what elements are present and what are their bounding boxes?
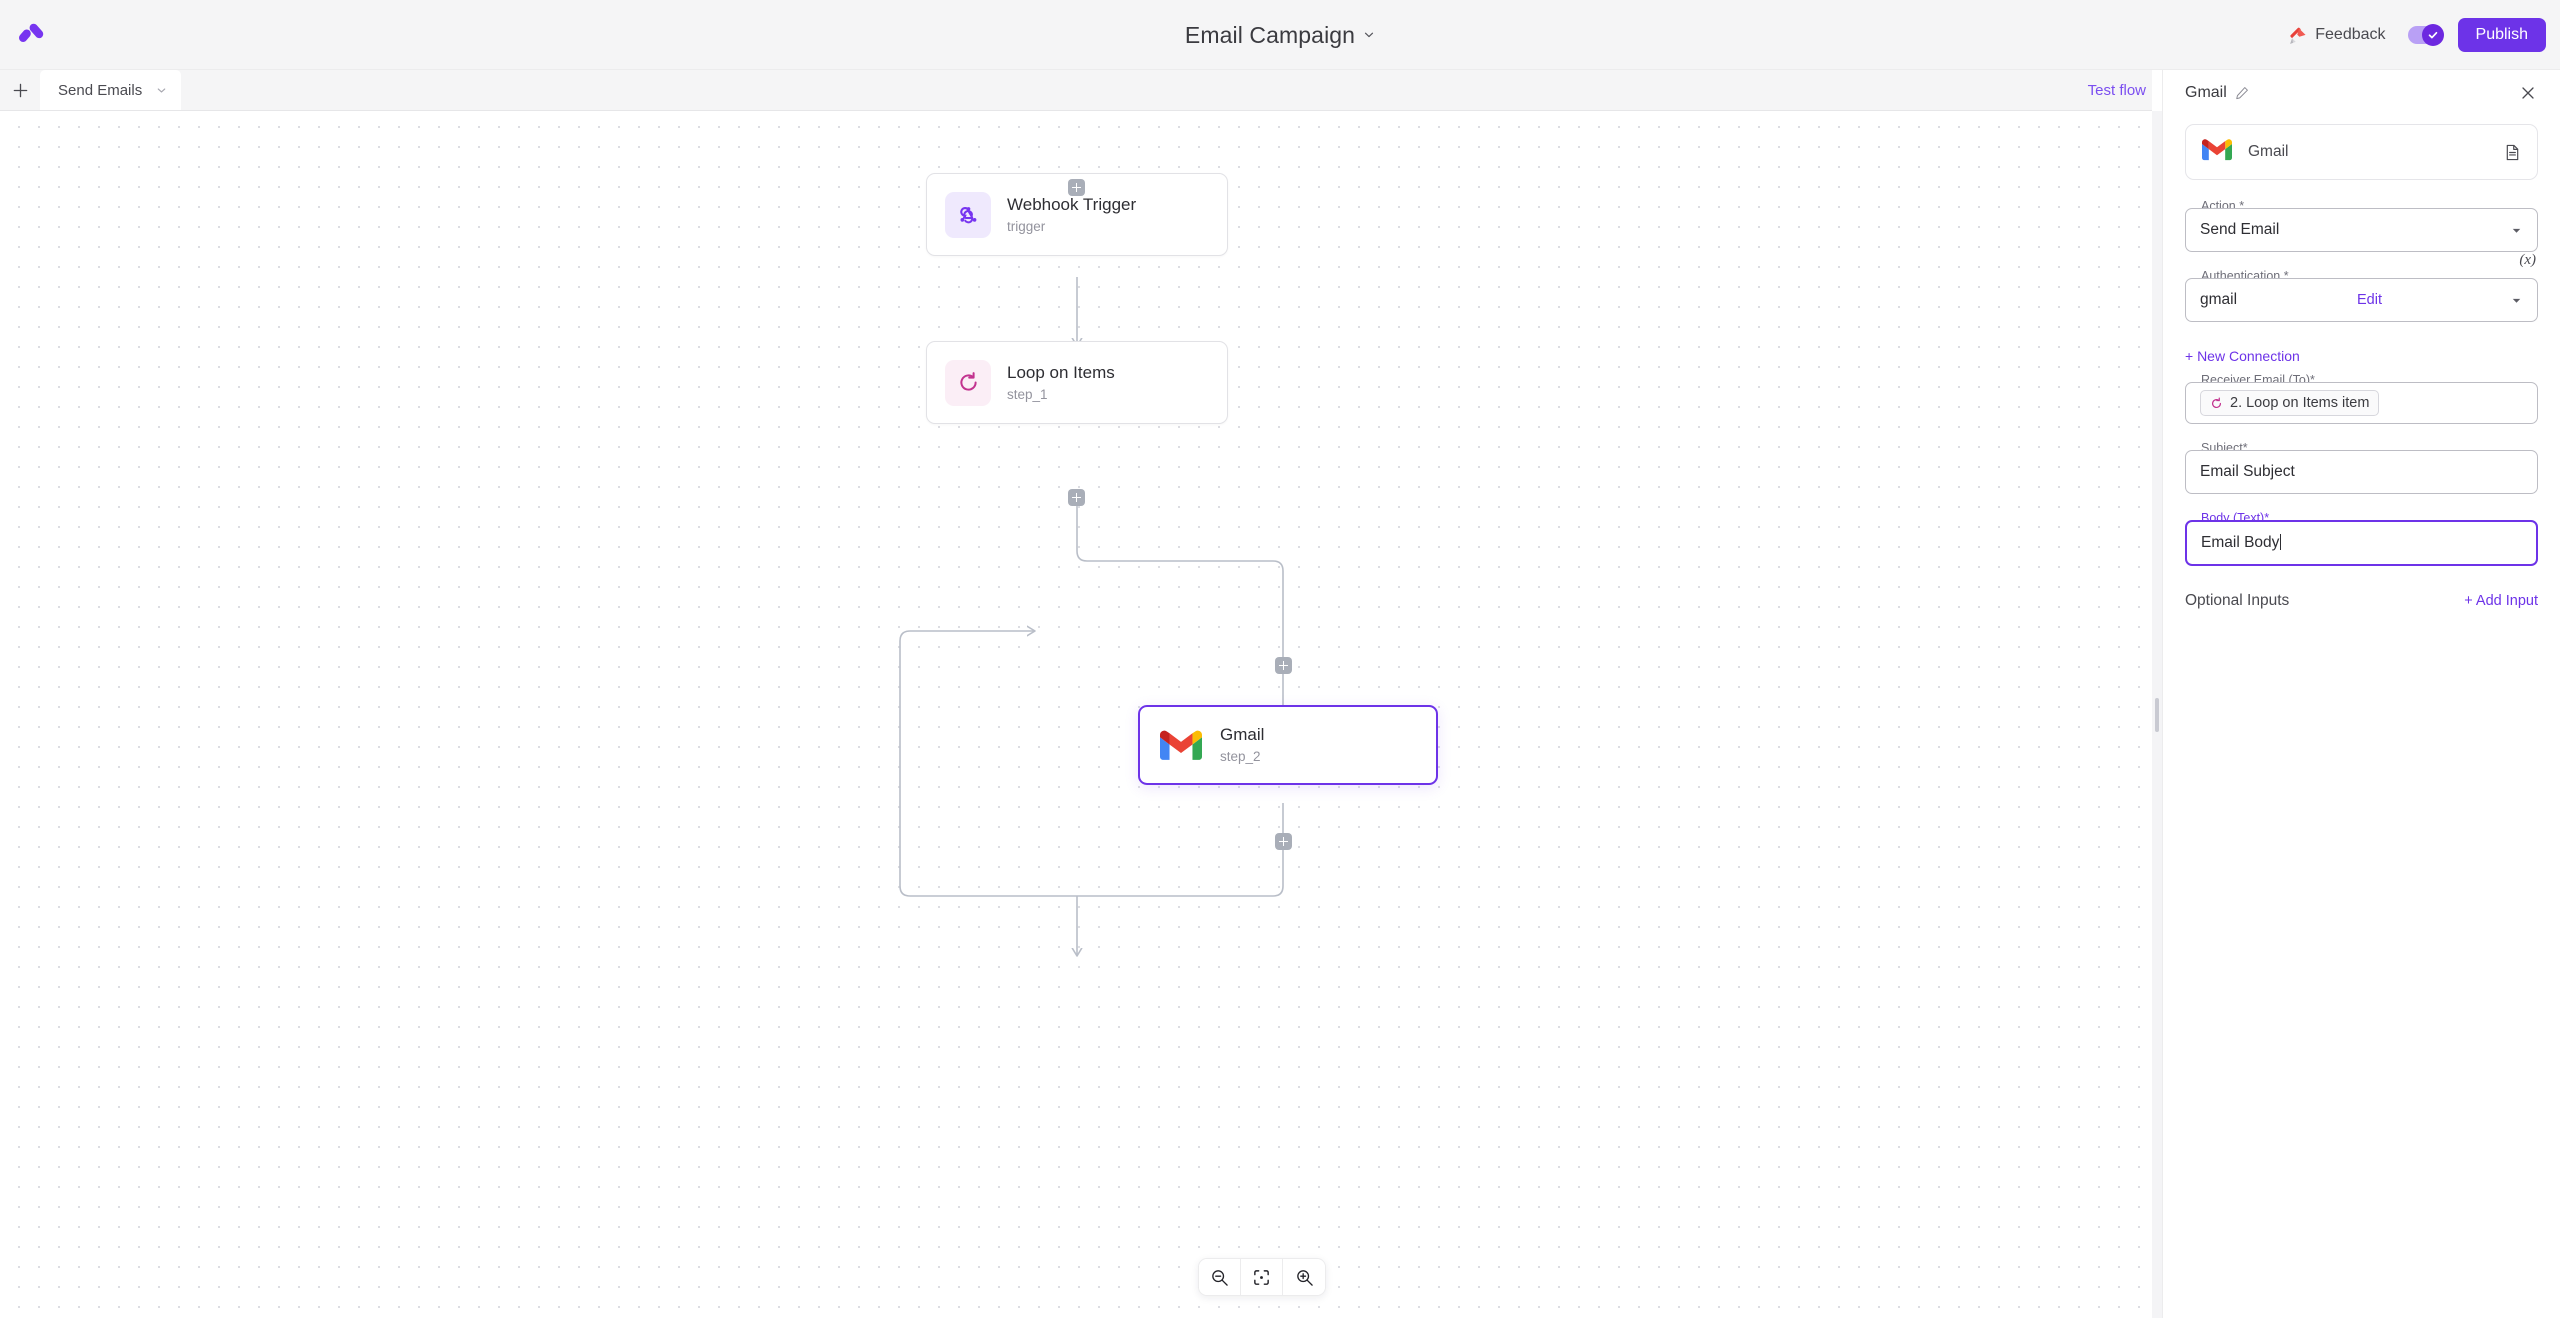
variable-insert-icon[interactable]: (x) [2519,252,2536,268]
webhook-icon [945,191,991,238]
loop-icon [2212,397,2222,408]
field-receiver-email: Receiver Email (To)* 2. Loop on Items it… [2185,374,2538,424]
field-body-text: Body (Text)* Email Body [2185,512,2538,566]
optional-inputs-label: Optional Inputs [2185,592,2290,609]
dropdown-caret-icon[interactable] [2502,224,2523,237]
zoom-in-button[interactable] [1283,1259,1325,1295]
new-connection-link[interactable]: + New Connection [2185,348,2300,364]
field-authentication: (x) Authentication * gmail Edit [2185,252,2538,322]
loop-icon [945,359,991,406]
node-subtitle: step_1 [1007,386,1048,402]
optional-inputs-row: Optional Inputs + Add Input [2185,592,2538,610]
check-icon [2428,31,2437,39]
header-actions: Feedback Publish [2283,0,2546,70]
node-loop-on-items[interactable]: Loop on Items step_1 [926,341,1228,424]
action-select[interactable]: Send Email [2185,208,2538,252]
token-label: 2. Loop on Items item [2230,395,2370,411]
plus-icon[interactable] [0,70,40,110]
add-input-button[interactable]: + Add Input [2464,593,2538,609]
field-subject: Subject* Email Subject [2185,442,2538,494]
add-step-handle[interactable] [1275,657,1292,674]
node-gmail[interactable]: Gmail step_2 [1138,705,1438,785]
field-value: Email Body [2201,534,2280,551]
node-text: Loop on Items step_1 [1007,363,1115,402]
panel-header: Gmail [2163,70,2560,116]
top-header-bar: Email Campaign Feedback [0,0,2560,70]
node-text: Gmail step_2 [1220,725,1264,764]
panel-title: Gmail [2185,84,2227,101]
app-card-label: Gmail [2248,143,2289,160]
dropdown-caret-icon[interactable] [2502,294,2523,307]
pencil-icon[interactable] [2235,86,2249,100]
node-text: Webhook Trigger trigger [1007,195,1136,234]
megaphone-icon [2290,27,2306,44]
app-card-gmail[interactable]: Gmail [2185,124,2538,180]
field-value: gmail [2200,291,2238,308]
add-step-handle[interactable] [1275,833,1292,850]
flow-tab-bar: Send Emails [0,70,2152,111]
test-flow-button[interactable]: Test flow [2087,82,2146,99]
authentication-select[interactable]: gmail Edit [2185,278,2538,322]
flow-edges [899,277,1284,1318]
subject-input[interactable]: Email Subject [2185,450,2538,494]
resize-grip [2155,697,2159,732]
panel-body: Gmail Action * Send Email [2163,116,2560,1318]
add-step-handle[interactable] [1068,179,1085,196]
panel-resize-handle[interactable] [2152,111,2162,1318]
flow-canvas[interactable]: Webhook Trigger trigger Loop on Items st… [0,111,2152,1318]
activepieces-logo-icon[interactable] [12,14,52,54]
node-subtitle: step_2 [1220,749,1261,765]
edit-connection-link[interactable]: Edit [2357,292,2383,308]
node-title: Webhook Trigger [1007,194,1137,214]
gmail-icon [1158,722,1204,768]
fit-view-button[interactable] [1241,1259,1283,1295]
page-title[interactable]: Email Campaign [1184,21,1356,48]
add-step-handle[interactable] [1068,489,1085,506]
gmail-icon [2202,138,2232,166]
field-action: Action * Send Email [2185,200,2538,252]
publish-button[interactable]: Publish [2457,18,2546,52]
chevron-down-icon[interactable] [1363,29,1375,41]
close-icon[interactable] [2516,81,2540,105]
node-subtitle: trigger [1007,218,1046,234]
node-title: Loop on Items [1007,362,1115,382]
zoom-out-button[interactable] [1199,1259,1241,1295]
step-settings-panel: Gmail [2162,70,2560,1318]
flow-title-group: Email Campaign [0,0,2560,70]
canvas-zoom-controls [1198,1258,1326,1296]
receiver-email-input[interactable]: 2. Loop on Items item [2185,382,2538,424]
feedback-button[interactable]: Feedback [2283,22,2391,49]
tab-send-emails[interactable]: Send Emails [40,70,182,110]
feedback-label: Feedback [2315,26,2386,43]
node-title: Gmail [1220,725,1265,745]
field-value: Email Subject [2200,463,2295,480]
field-value: Send Email [2200,221,2280,238]
document-icon[interactable] [2504,144,2521,161]
body-text-input[interactable]: Email Body [2185,520,2538,566]
token-chip-loop-item[interactable]: 2. Loop on Items item [2200,390,2380,416]
toggle-knob [2421,24,2444,46]
chevron-down-icon[interactable] [156,85,167,96]
publish-state-toggle[interactable] [2407,24,2444,46]
tab-label: Send Emails [58,81,143,99]
